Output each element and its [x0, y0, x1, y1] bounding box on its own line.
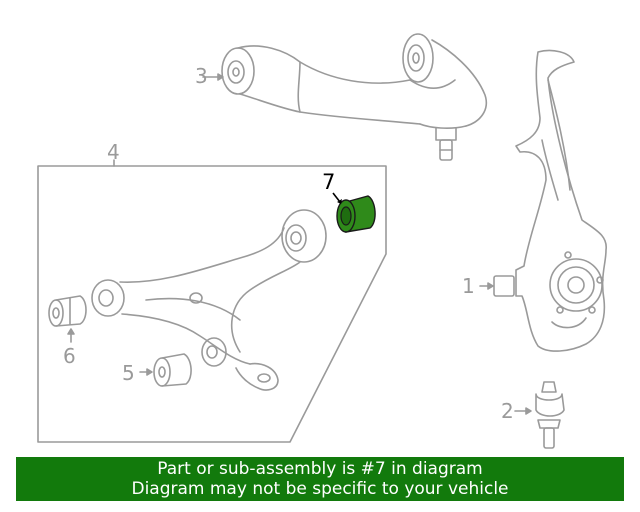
bushing-7-highlighted[interactable]: [332, 192, 376, 233]
callout-6: 6: [63, 344, 76, 368]
callout-7: 7: [322, 170, 336, 194]
callout-5: 5: [122, 361, 135, 385]
info-banner: Part or sub-assembly is #7 in diagram Di…: [16, 457, 624, 501]
ball-joint: [514, 381, 565, 449]
lower-arm-assembly-frame: [37, 159, 387, 443]
banner-line-1: Part or sub-assembly is #7 in diagram: [157, 459, 483, 479]
bushing-5: [139, 353, 192, 387]
upper-control-arm: [202, 33, 487, 161]
lower-control-arm: [91, 209, 327, 391]
callout-1: 1: [462, 274, 475, 298]
banner-line-2: Diagram may not be specific to your vehi…: [131, 479, 509, 499]
callout-2: 2: [501, 399, 514, 423]
callout-4: 4: [107, 140, 120, 164]
steering-knuckle: [479, 49, 607, 352]
callout-3: 3: [195, 64, 208, 88]
bushing-6: [48, 295, 87, 343]
